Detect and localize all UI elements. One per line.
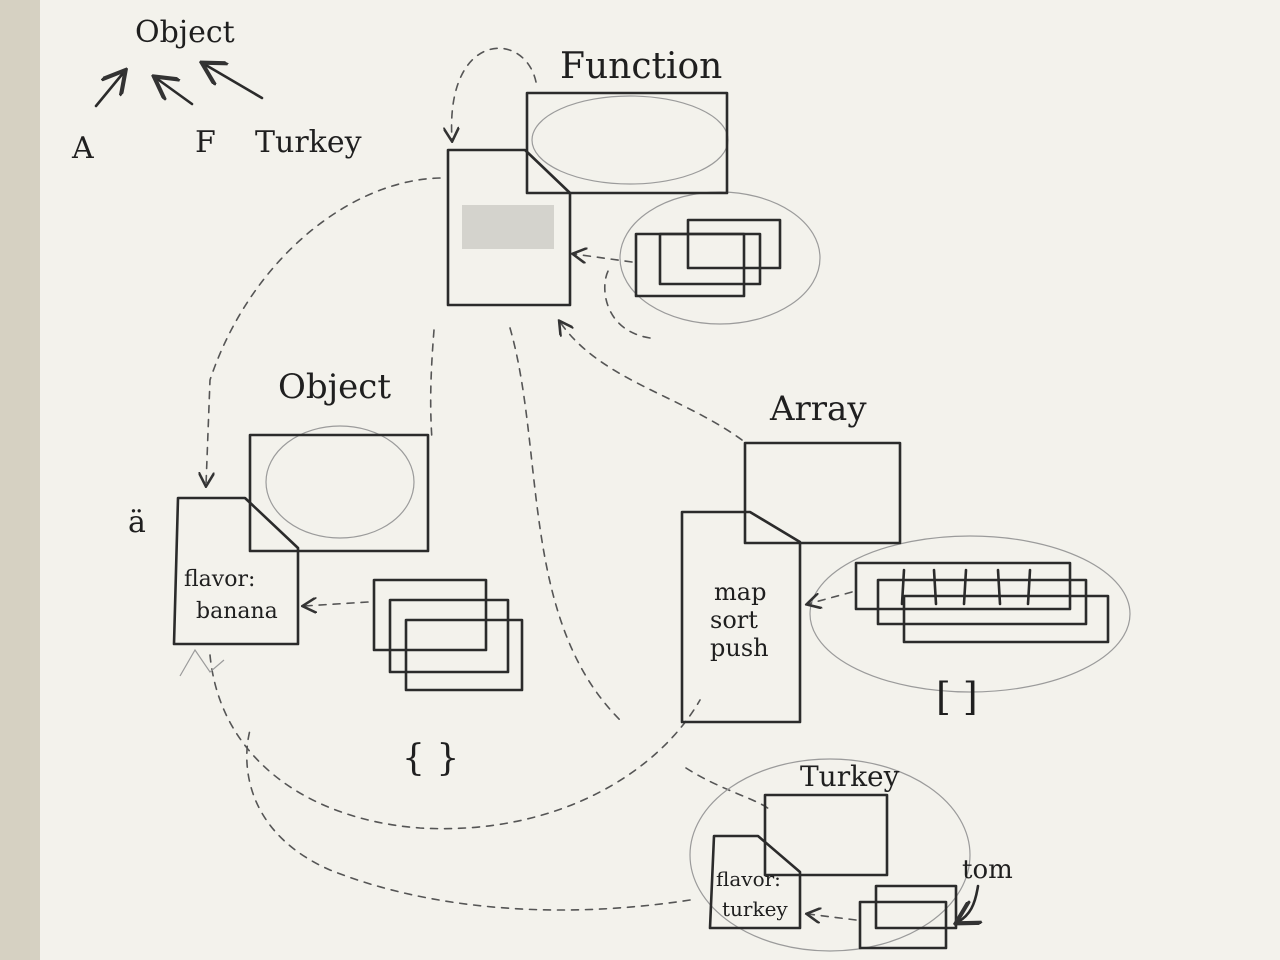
hierarchy-child-turkey: Turkey bbox=[255, 125, 362, 160]
object-instance-link bbox=[304, 602, 369, 606]
object-constructor-scribble bbox=[265, 425, 415, 539]
function-down-link bbox=[429, 329, 435, 441]
array-instance-2[interactable] bbox=[876, 578, 1088, 626]
hierarchy-root-label: Object bbox=[135, 15, 235, 50]
object-prototype-box[interactable] bbox=[172, 496, 300, 646]
array-to-function-link bbox=[560, 322, 743, 441]
turkey-constructor-box[interactable] bbox=[763, 793, 889, 877]
inherit-arrow-a bbox=[94, 72, 124, 108]
self-loop-link bbox=[452, 47, 537, 140]
function-group: Function bbox=[446, 46, 821, 325]
inherit-arrow-f bbox=[156, 78, 194, 106]
object-instance-2[interactable] bbox=[388, 598, 510, 674]
hierarchy-sketch: Object A F Turkey bbox=[71, 15, 362, 166]
object-title: Object bbox=[278, 367, 391, 407]
turkey-prototype-box[interactable] bbox=[708, 834, 802, 930]
object-instance-3[interactable] bbox=[404, 618, 524, 692]
turkey-group-scribble bbox=[689, 758, 971, 952]
turkey-instance-label: tom bbox=[962, 855, 1013, 885]
array-method-sort: sort bbox=[710, 606, 758, 634]
array-literal: [ ] bbox=[936, 675, 978, 719]
function-constructor-box[interactable] bbox=[525, 91, 729, 195]
array-method-push: push bbox=[710, 634, 769, 662]
object-to-function-link bbox=[206, 177, 441, 485]
array-instance-cells bbox=[900, 568, 1032, 606]
array-method-map: map bbox=[714, 578, 766, 606]
object-constructor-box[interactable] bbox=[248, 433, 430, 553]
array-constructor-box[interactable] bbox=[743, 441, 902, 545]
hierarchy-child-a: A bbox=[71, 131, 94, 166]
object-group: Object flavor: banana ä { } bbox=[128, 367, 524, 779]
turkey-prototype-line-1: flavor: bbox=[716, 867, 781, 891]
function-instance-link bbox=[574, 254, 633, 262]
object-literal: { } bbox=[402, 738, 459, 779]
function-instance-1[interactable] bbox=[686, 218, 782, 270]
function-instance-3[interactable] bbox=[634, 232, 746, 298]
paper-left-edge bbox=[0, 0, 40, 960]
turkey-prototype-line-2: turkey bbox=[722, 897, 788, 921]
array-title: Array bbox=[769, 389, 867, 429]
object-ring-link bbox=[209, 654, 701, 830]
turkey-title: Turkey bbox=[800, 760, 900, 793]
array-instance-link bbox=[808, 591, 853, 604]
array-instance-1[interactable] bbox=[902, 594, 1110, 644]
function-prototype-shading bbox=[462, 205, 554, 249]
object-prototype-line-1: flavor: bbox=[184, 567, 255, 592]
paper-background bbox=[40, 0, 1280, 960]
turkey-ring-link bbox=[246, 729, 691, 911]
array-instances-scribble bbox=[809, 535, 1131, 693]
function-title: Function bbox=[560, 46, 722, 87]
hierarchy-child-f: F bbox=[195, 125, 216, 160]
function-instances-link bbox=[604, 267, 651, 339]
array-prototype-box[interactable] bbox=[680, 510, 802, 724]
object-instance-1[interactable] bbox=[372, 578, 488, 652]
array-group: Array map sort push [ ] bbox=[680, 389, 1131, 724]
array-instance-3[interactable] bbox=[854, 561, 1072, 611]
turkey-instance-front[interactable] bbox=[858, 900, 948, 950]
object-footnote-scribble bbox=[179, 648, 225, 677]
turkey-group: Turkey flavor: turkey tom bbox=[689, 758, 1013, 952]
inherit-arrow-turkey bbox=[204, 64, 264, 100]
tom-pointer-arrow bbox=[958, 884, 978, 922]
object-face-mark: ä bbox=[128, 505, 146, 540]
object-prototype-line-2: banana bbox=[196, 599, 278, 624]
